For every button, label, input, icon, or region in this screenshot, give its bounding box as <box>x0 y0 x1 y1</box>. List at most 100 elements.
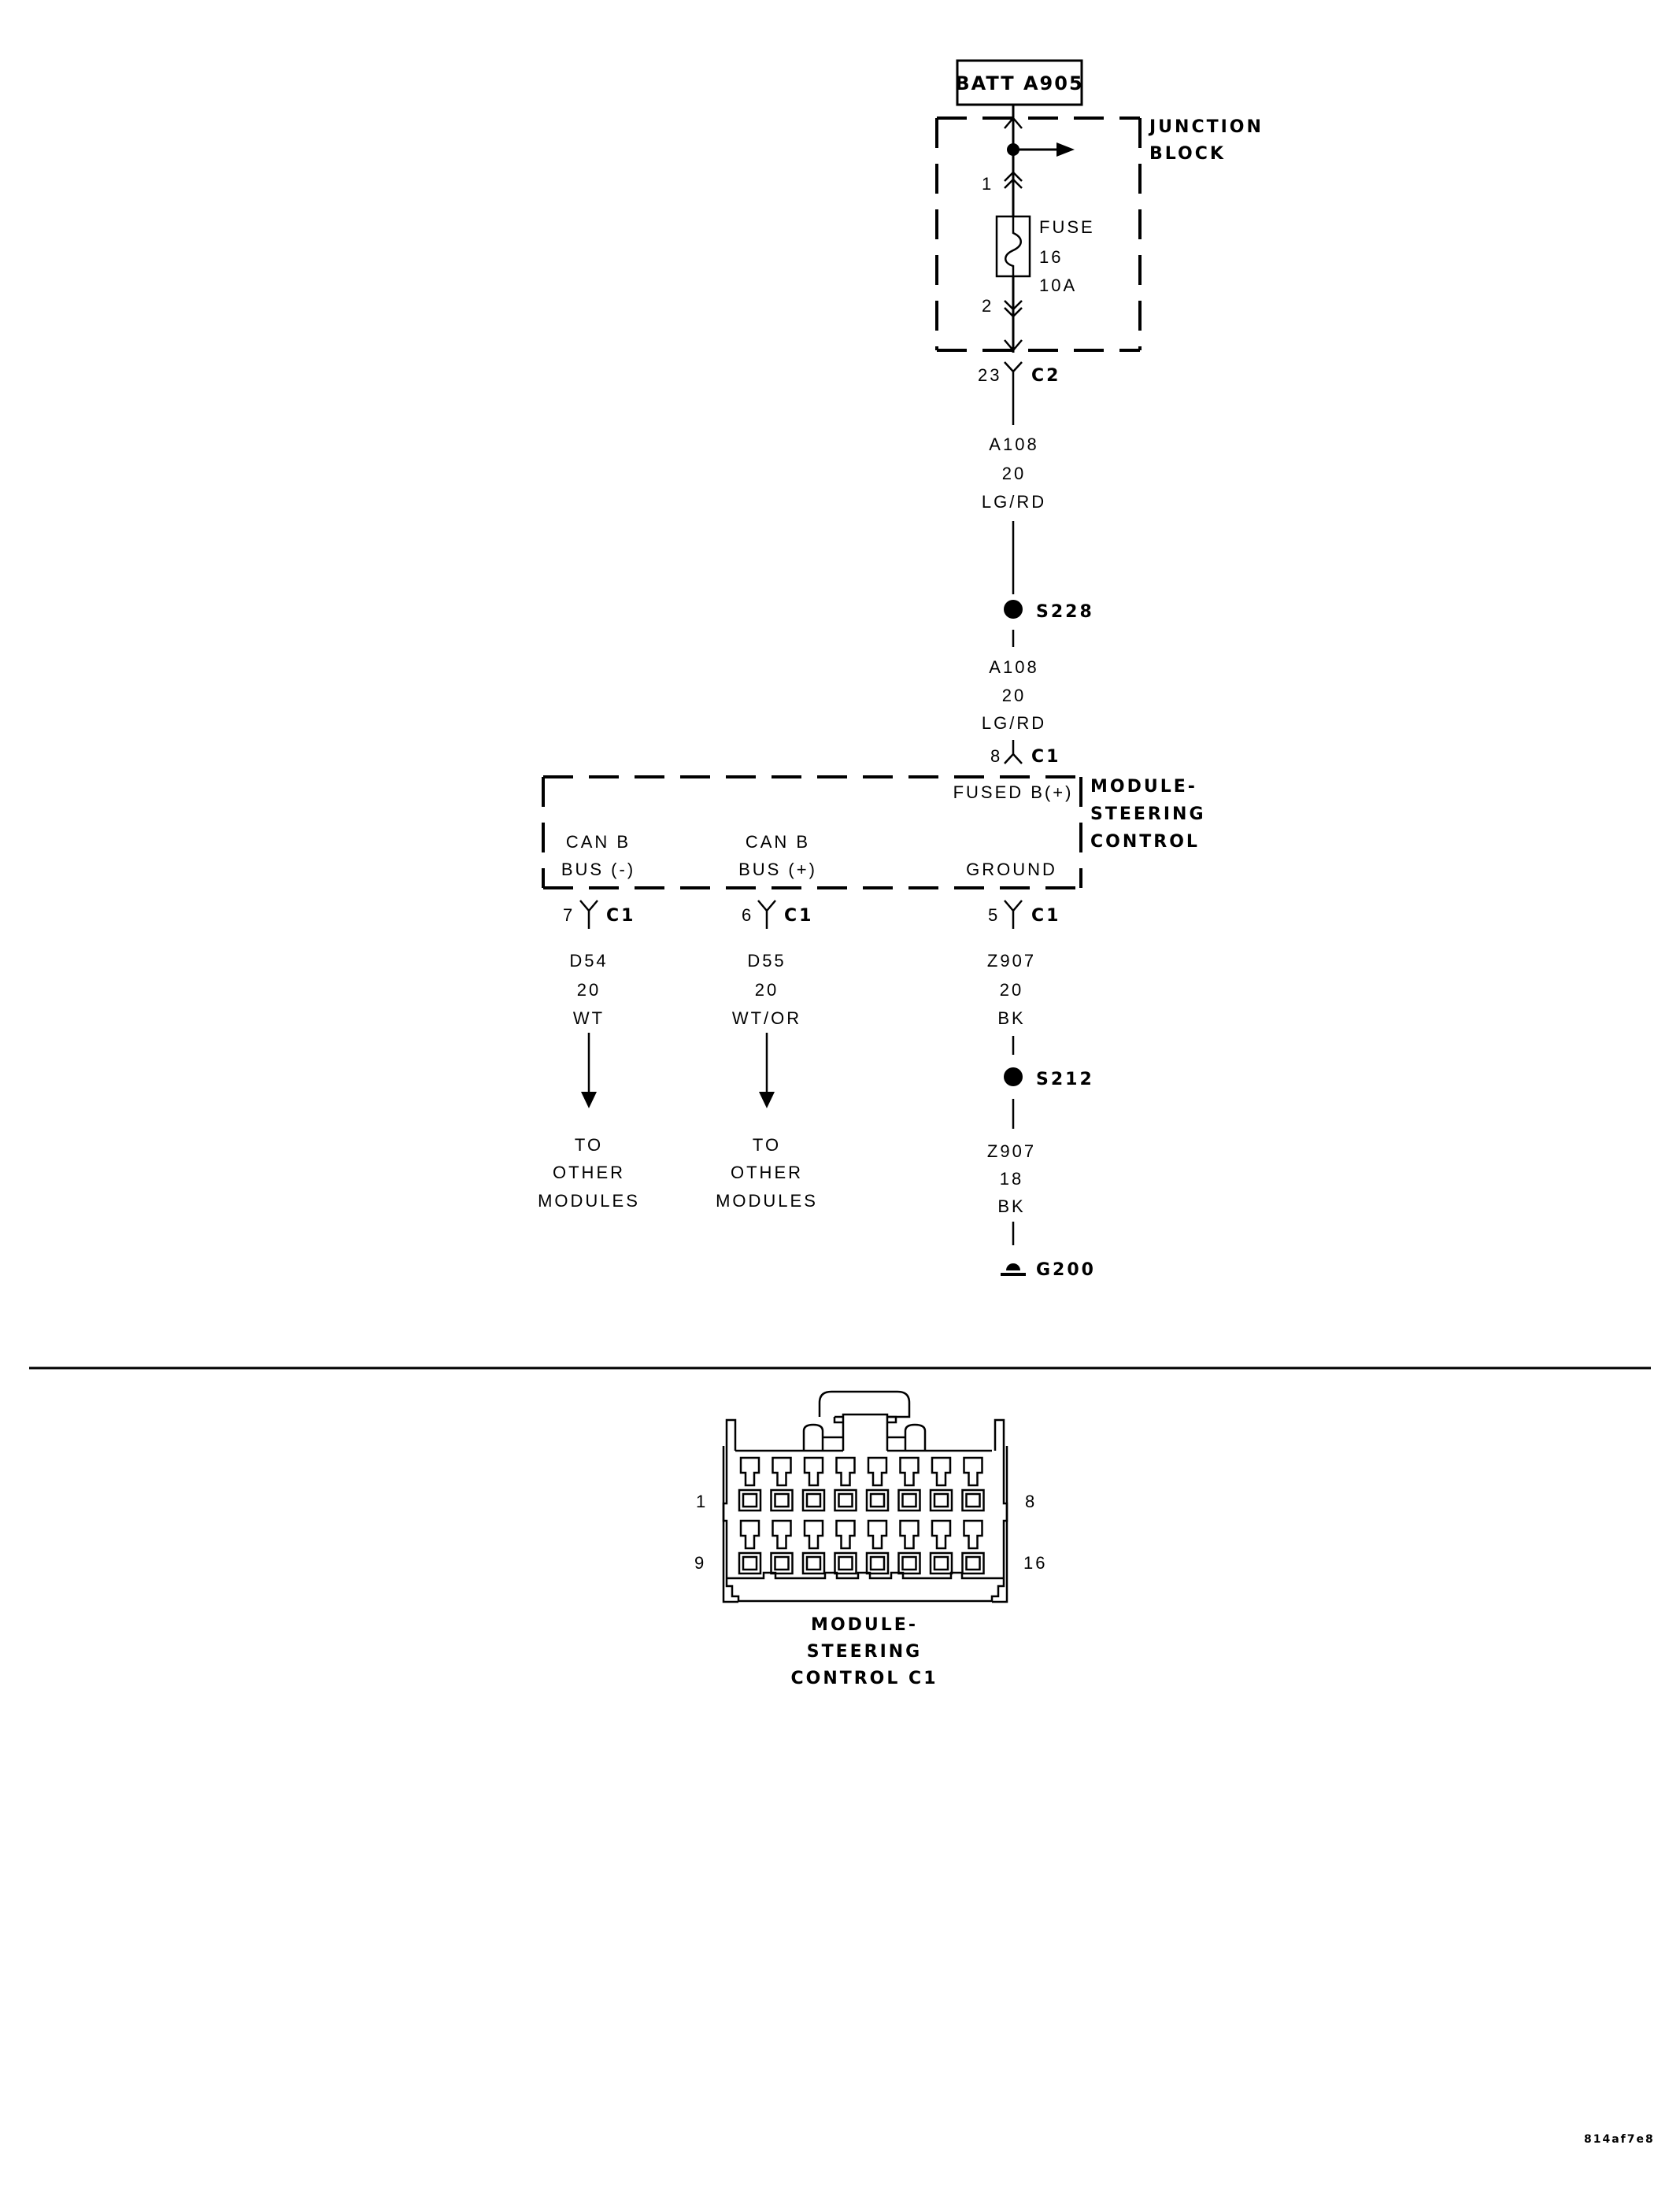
pin-cavity <box>929 1551 953 1575</box>
can-bus-minus-label-line2: BUS (-) <box>561 860 635 879</box>
connector-bottom-notches <box>727 1571 1004 1580</box>
wire-d54: 7 C1 D54 20 WT TO OTHER MODULES <box>538 900 638 1211</box>
connector-fork-icon <box>757 900 776 929</box>
battery-source: BATT A905 <box>955 59 1083 106</box>
destination-line1: TO <box>575 1135 603 1155</box>
connector-title-line2: STEERING <box>807 1642 923 1662</box>
pin-label-9: 9 <box>694 1553 706 1573</box>
pin-key-shape <box>803 1519 824 1550</box>
wire-gauge: 20 <box>1002 686 1026 705</box>
pin-cavity-inner <box>805 1492 822 1508</box>
wire-a108-lower: A108 20 LG/RD 8 C1 <box>982 657 1060 767</box>
branch-arrow-icon <box>1056 142 1075 157</box>
pin-cavity <box>865 1551 890 1575</box>
c2-connector: 23 C2 <box>978 361 1060 425</box>
ground-symbol-icon <box>1006 1263 1020 1270</box>
connector-fork-icon <box>579 900 598 929</box>
pin-cavity <box>738 1551 762 1575</box>
pin-cavity <box>929 1488 953 1512</box>
connector-name: C1 <box>606 906 635 926</box>
pin-key-shape <box>739 1456 760 1487</box>
pin-cavity-inner <box>901 1555 917 1571</box>
destination-line2: OTHER <box>731 1163 803 1182</box>
pin-key-shape <box>931 1519 952 1550</box>
connector-chevron-icon <box>1004 116 1023 129</box>
pin-number: 6 <box>742 905 753 925</box>
wire-circuit-id: D55 <box>747 951 786 971</box>
wire-color: WT/OR <box>732 1008 801 1028</box>
junction-block-label-line1: JUNCTION <box>1148 117 1264 137</box>
fused-b-plus-label: FUSED B(+) <box>953 782 1074 802</box>
wire-color: BK <box>997 1008 1025 1028</box>
module-label-line2: STEERING <box>1090 804 1206 824</box>
pin-key-shape <box>835 1456 856 1487</box>
fuse-label: FUSE <box>1039 217 1095 237</box>
pin-cavity-inner <box>869 1555 886 1571</box>
module-label-line1: MODULE- <box>1090 777 1197 797</box>
pin-key-shape <box>835 1519 856 1550</box>
c2-connector-name: C2 <box>1031 366 1060 386</box>
wire-color: WT <box>573 1008 605 1028</box>
pin-cavity-inner <box>838 1492 853 1508</box>
pin-cavity-inner <box>901 1492 917 1508</box>
wire-circuit-id: A108 <box>989 435 1038 454</box>
module-pin-number: 8 <box>990 746 1002 766</box>
fuse-pin2-chevron-icon <box>1004 300 1023 318</box>
fuse-pin1-chevron-icon <box>1004 171 1023 189</box>
wire-color: LG/RD <box>982 492 1046 512</box>
pin-cavity <box>801 1551 826 1575</box>
wire-z907-upper: 5 C1 Z907 20 BK <box>987 900 1060 1055</box>
pin-key-shape <box>931 1456 952 1487</box>
connector-fork-icon <box>1004 361 1023 425</box>
fuse-pin2-label: 2 <box>982 296 994 316</box>
wire-circuit-id: A108 <box>989 657 1038 677</box>
connector-left-bump <box>802 1423 843 1451</box>
pin-number: 5 <box>988 905 1000 925</box>
pin-cavity-inner <box>965 1492 981 1508</box>
pin-number: 7 <box>563 905 575 925</box>
wire-gauge: 20 <box>1000 980 1023 1000</box>
pin-cavity-inner <box>933 1492 949 1508</box>
wire-gauge: 20 <box>1002 464 1026 483</box>
pin-key-shape <box>963 1519 983 1550</box>
steering-control-module: MODULE- STEERING CONTROL FUSED B(+) CAN … <box>542 775 1206 889</box>
pin-cavity-inner <box>742 1555 758 1571</box>
pin-cavity <box>770 1488 794 1512</box>
connector-chevron-icon <box>1004 339 1023 352</box>
pin-cavity <box>801 1488 826 1512</box>
splice-s212: S212 <box>1004 1067 1092 1129</box>
pin-key-shape <box>867 1456 888 1487</box>
wire-circuit-id: Z907 <box>987 1141 1036 1161</box>
wire-gauge: 20 <box>755 980 779 1000</box>
ground-g200: G200 <box>1001 1260 1096 1280</box>
can-bus-minus-label-line1: CAN B <box>566 832 631 852</box>
fuse-element-icon <box>1005 216 1022 276</box>
connector-face-view: 1 8 9 16 MODULE- STEERING CONTROL C1 <box>694 1390 1045 1688</box>
module-label-line3: CONTROL <box>1090 832 1200 852</box>
pin-cavity <box>961 1551 985 1575</box>
pin-cavity <box>865 1488 890 1512</box>
can-bus-plus-label-line1: CAN B <box>746 832 810 852</box>
pin-key-shape <box>772 1456 792 1487</box>
pin-cavity-inner <box>933 1555 949 1571</box>
wire-gauge: 20 <box>577 980 601 1000</box>
connector-name: C1 <box>784 906 813 926</box>
wire-z907-lower: Z907 18 BK <box>987 1141 1036 1245</box>
wire-gauge: 18 <box>1000 1169 1023 1189</box>
pin-cavity <box>961 1488 985 1512</box>
wire-circuit-id: Z907 <box>987 951 1036 971</box>
connector-tab-detail <box>833 1415 897 1424</box>
fuse-number: 16 <box>1039 247 1063 267</box>
battery-source-label: BATT A905 <box>955 72 1083 94</box>
junction-block-label-line2: BLOCK <box>1149 144 1226 164</box>
pin-cavity-grid <box>738 1456 985 1575</box>
pin-key-shape <box>899 1519 920 1550</box>
ground-g200-label: G200 <box>1036 1260 1096 1280</box>
module-connector-name: C1 <box>1031 747 1060 767</box>
pin-cavity-inner <box>774 1555 790 1571</box>
destination-line3: MODULES <box>716 1191 818 1211</box>
down-arrow-icon <box>581 1092 597 1108</box>
connector-fork-icon <box>1004 900 1023 929</box>
connector-name: C1 <box>1031 906 1060 926</box>
wire-circuit-id: D54 <box>569 951 608 971</box>
